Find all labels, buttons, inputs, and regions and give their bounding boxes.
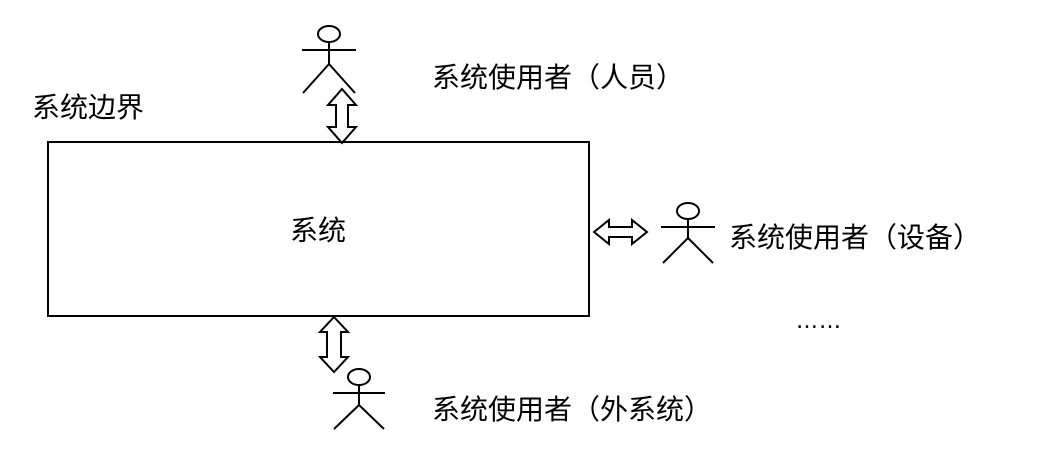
actor-person-label: 系统使用者（人员） — [432, 61, 685, 94]
actor-external-icon — [333, 368, 385, 430]
actor-device-icon — [661, 202, 715, 264]
system-label: 系统 — [290, 214, 347, 247]
actor-person-icon — [302, 25, 356, 94]
double-arrow-icon — [325, 87, 359, 145]
actor-external-label: 系统使用者（外系统） — [432, 393, 713, 426]
double-arrow-icon — [592, 217, 649, 247]
system-boundary-label: 系统边界 — [32, 91, 145, 124]
actor-device-label: 系统使用者（设备） — [729, 221, 982, 254]
double-arrow-icon — [317, 315, 351, 374]
more-actors-ellipsis: …… — [796, 309, 842, 334]
system-boundary-box — [47, 141, 590, 317]
